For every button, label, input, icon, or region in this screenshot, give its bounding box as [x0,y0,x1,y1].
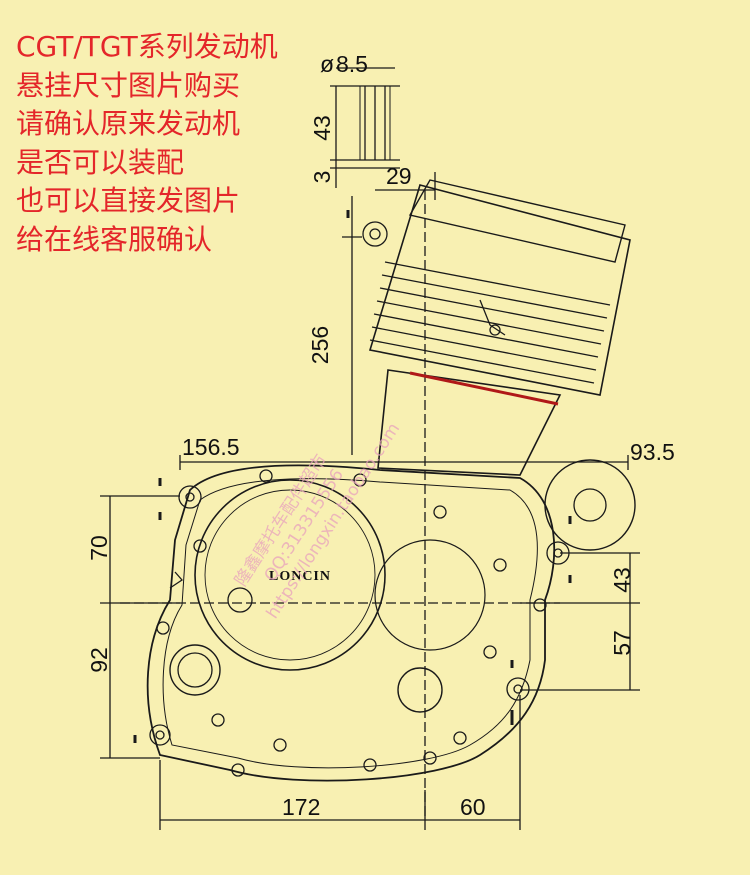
mount-ticks [133,210,572,743]
rear-offset-label: 93.5 [630,439,675,465]
note-line-2: 悬挂尺寸图片购买 [16,68,241,102]
front-upper-label: 70 [86,535,112,561]
cylinder-assembly [362,179,631,476]
rear-lower-label: 57 [609,630,635,656]
notes-block: CGT/TGT系列发动机 悬挂尺寸图片购买 请确认原来发动机 是否可以装配 也可… [16,28,278,259]
front-lower-label: 92 [86,647,112,673]
note-line-1: CGT/TGT系列发动机 [16,30,278,63]
note-line-5: 也可以直接发图片 [16,184,241,217]
watermark: 隆鑫摩托车配件超市 QQ:313315556 https://longxin.t… [231,419,404,622]
mount-height-label: 43 [309,115,335,141]
mount-offset-label: 3 [309,171,335,184]
note-line-3: 请确认原来发动机 [16,107,241,140]
bolt-diameter-symbol: ø [320,51,334,77]
loncin-logo: LONCIN [269,569,331,584]
dimension-labels: ø 8.5 43 3 29 256 156.5 93.5 70 92 43 57… [86,51,675,820]
rear-upper-label: 43 [609,567,635,593]
width-right-label: 60 [460,794,486,820]
note-line-6: 给在线客服确认 [16,222,213,256]
front-offset-label: 156.5 [182,434,240,460]
note-line-4: 是否可以装配 [16,145,185,179]
cylinder-height-label: 256 [307,326,333,364]
top-offset-label: 29 [386,163,412,189]
bolt-diameter-label: 8.5 [336,51,368,77]
width-left-label: 172 [282,794,320,820]
crankcase [146,459,636,782]
